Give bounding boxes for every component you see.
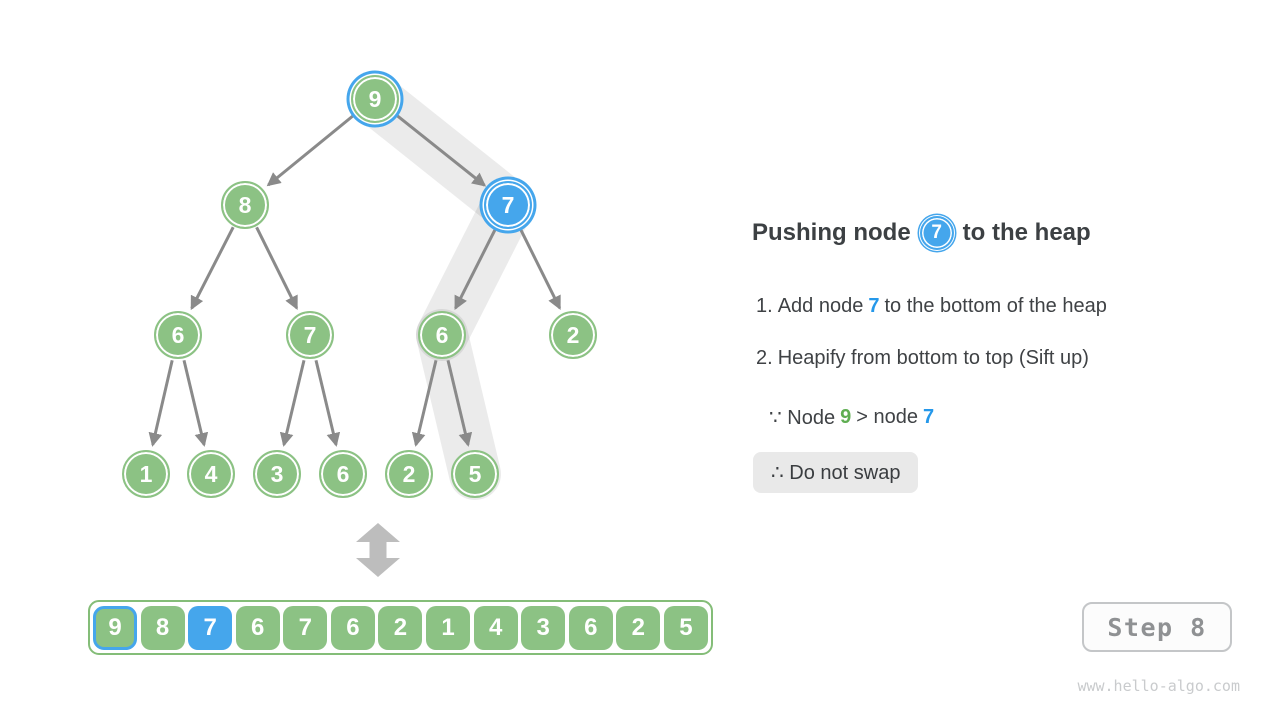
array-cell-4: 7 xyxy=(283,605,328,650)
reason-text: ∵ Node xyxy=(769,406,836,429)
reason-text: > node xyxy=(856,405,918,428)
pushed-node-badge: 7 xyxy=(919,216,954,250)
watermark: www.hello-algo.com xyxy=(1077,677,1240,695)
tree-node-3: 6 xyxy=(154,311,202,359)
item-number: 1. xyxy=(756,294,773,317)
conclusion-box: ∴ Do not swap xyxy=(753,452,919,493)
tree-node-12: 5 xyxy=(451,450,499,498)
array-cell-11: 2 xyxy=(616,605,661,650)
title-text-post: to the heap xyxy=(962,219,1091,246)
array-cell-5: 6 xyxy=(330,605,375,650)
array-cell-3: 6 xyxy=(235,605,280,650)
reason-line: ∵ Node 9 > node 7 xyxy=(769,404,934,430)
item-text: Add node xyxy=(777,294,864,317)
array-cell-10: 6 xyxy=(568,605,613,650)
title-text-pre: Pushing node xyxy=(752,219,911,246)
step-list-item-2: 2. Heapify from bottom to top (Sift up) xyxy=(756,345,1089,371)
array-cell-0: 9 xyxy=(93,605,137,650)
swap-direction-arrow-icon xyxy=(356,523,400,577)
item-text: to the bottom of the heap xyxy=(884,294,1107,317)
tree-node-1: 8 xyxy=(221,181,269,229)
tree-node-11: 2 xyxy=(385,450,433,498)
tree-node-8: 4 xyxy=(187,450,235,498)
heap-array: 9 8 7 6 7 6 2 1 4 3 6 2 5 xyxy=(88,600,713,655)
step-badge: Step 8 xyxy=(1082,602,1232,652)
tree-node-9: 3 xyxy=(253,450,301,498)
array-cell-6: 2 xyxy=(378,605,423,650)
array-cell-8: 4 xyxy=(473,605,518,650)
array-cell-7: 1 xyxy=(426,605,471,650)
tree-node-0-root: 9 xyxy=(351,75,399,123)
reason-blue-value: 7 xyxy=(922,405,935,428)
tree-edges xyxy=(148,113,562,447)
tree-node-2-pushed: 7 xyxy=(484,181,532,229)
sift-path-highlight xyxy=(349,73,534,500)
tree-node-5: 6 xyxy=(418,311,466,359)
step-list-item-1: 1. Add node 7 to the bottom of the heap xyxy=(756,293,1107,319)
tree-node-6: 2 xyxy=(549,311,597,359)
array-cell-1: 8 xyxy=(140,605,185,650)
array-cell-2: 7 xyxy=(188,605,233,650)
array-cell-9: 3 xyxy=(521,605,566,650)
item-text: Heapify from bottom to top (Sift up) xyxy=(777,346,1089,369)
item-number: 2. xyxy=(756,346,773,369)
array-cell-12: 5 xyxy=(663,605,708,650)
panel-title: Pushing node 7 to the heap xyxy=(752,214,1091,252)
tree-node-7: 1 xyxy=(122,450,170,498)
tree-node-10: 6 xyxy=(319,450,367,498)
item-value-highlight: 7 xyxy=(868,294,880,317)
tree-node-4: 7 xyxy=(286,311,334,359)
reason-green-value: 9 xyxy=(840,405,852,428)
